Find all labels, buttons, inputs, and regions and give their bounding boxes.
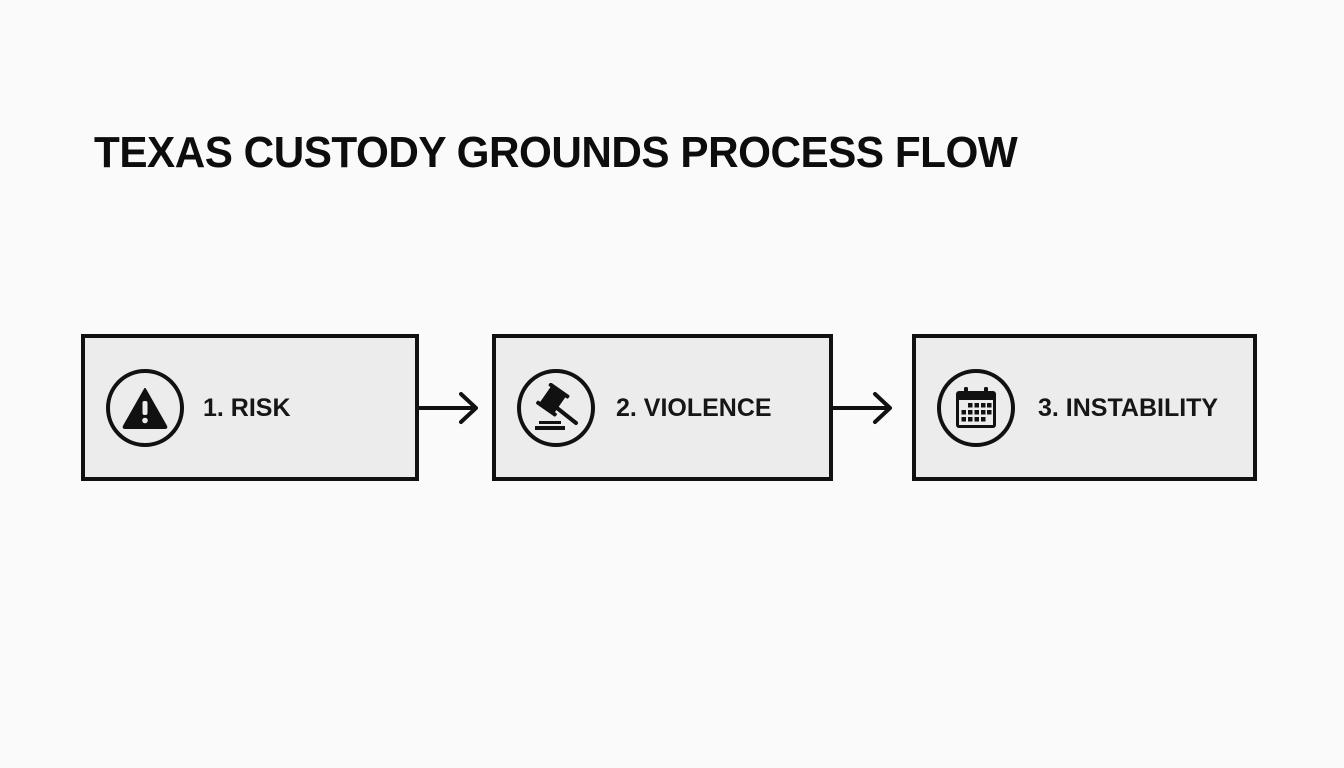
step-box-instability: 3. INSTABILITY bbox=[912, 334, 1257, 481]
step-label: 2. VIOLENCE bbox=[616, 394, 772, 422]
step-box-violence: 2. VIOLENCE bbox=[492, 334, 833, 481]
diagram-title: TEXAS CUSTODY GROUNDS PROCESS FLOW bbox=[94, 128, 1018, 177]
arrow-right-icon bbox=[417, 392, 478, 424]
step-label: 1. RISK bbox=[203, 394, 291, 422]
warning-triangle-icon bbox=[106, 369, 184, 447]
gavel-icon bbox=[517, 369, 595, 447]
step-box-risk: 1. RISK bbox=[81, 334, 419, 481]
calendar-icon bbox=[937, 369, 1015, 447]
arrow-right-icon bbox=[831, 392, 892, 424]
step-label: 3. INSTABILITY bbox=[1038, 394, 1219, 422]
